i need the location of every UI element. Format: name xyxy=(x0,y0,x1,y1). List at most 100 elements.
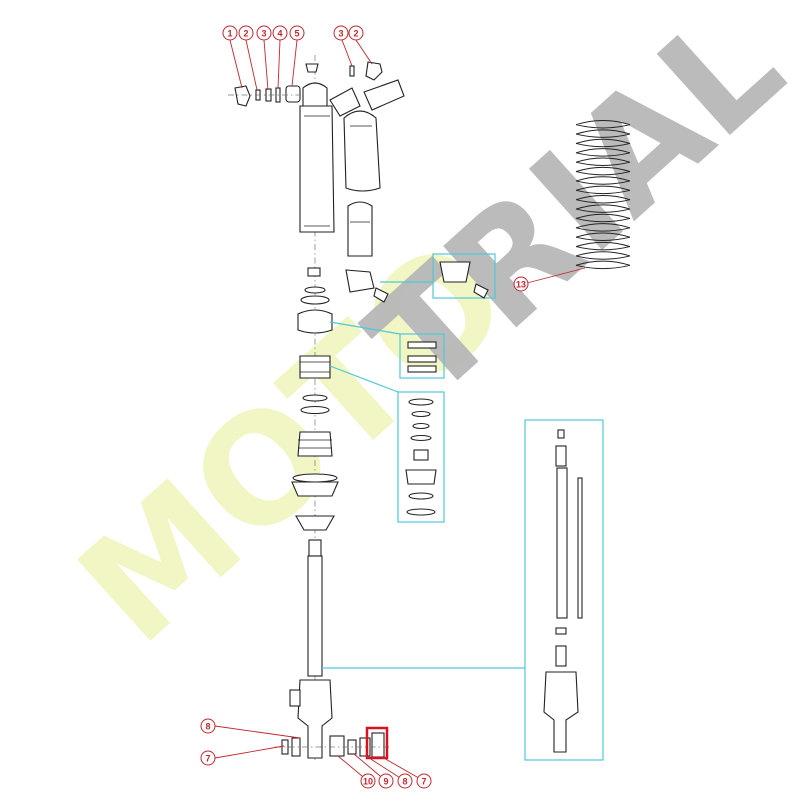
leader-7 xyxy=(355,39,373,65)
top-left-hardware xyxy=(228,85,301,107)
body-top-eye xyxy=(302,82,328,109)
detail-piston xyxy=(405,469,437,485)
detail-shim-b xyxy=(411,410,431,418)
leader-6 xyxy=(341,39,353,67)
detail-shaft-rod xyxy=(556,467,568,619)
leader-3 xyxy=(263,39,269,91)
detail-box-shaft xyxy=(322,419,604,761)
detail-fitting-body xyxy=(439,261,471,283)
shock-body xyxy=(299,82,381,257)
bottom-bolt-head xyxy=(371,732,385,758)
detail-shaft-cap xyxy=(557,429,565,439)
shim-1 xyxy=(302,394,328,402)
callout-7: 2 xyxy=(348,25,364,41)
shaft-assembly xyxy=(289,539,333,759)
bottom-spacer xyxy=(329,735,345,757)
detail-fitting-screw xyxy=(473,283,489,299)
piston xyxy=(299,355,331,379)
callout-leaders xyxy=(214,39,586,782)
piston-band xyxy=(300,361,330,373)
valve-stack xyxy=(291,267,339,531)
spring-coils xyxy=(575,119,631,270)
leader-1 xyxy=(229,39,243,89)
detail-box-valves xyxy=(329,365,445,523)
reservoir-cap xyxy=(363,79,405,111)
callout-6: 3 xyxy=(333,25,349,41)
perch-ring xyxy=(292,473,338,483)
callout-9: 8 xyxy=(200,718,216,734)
leader-4 xyxy=(277,39,281,89)
callout-2-label: 2 xyxy=(243,29,248,39)
stack-ring xyxy=(300,295,330,305)
callout-2: 2 xyxy=(238,25,254,41)
highlight-frame xyxy=(365,726,389,760)
leader-8 xyxy=(526,267,586,284)
detail-shim-d xyxy=(410,434,432,442)
right-washer xyxy=(349,65,355,77)
body-detail xyxy=(304,115,330,227)
spring-perch-bottom xyxy=(295,515,335,531)
callout-10-label: 7 xyxy=(205,754,210,764)
detail-seal-3 xyxy=(407,365,437,373)
stack-washer-1 xyxy=(304,286,326,294)
nut xyxy=(285,85,301,103)
callout-3: 3 xyxy=(256,25,272,41)
connector-valves xyxy=(329,365,399,393)
detail-box-seals xyxy=(329,321,445,379)
leader-5 xyxy=(291,39,298,87)
leader-14 xyxy=(381,756,425,782)
detail-frame-fitting xyxy=(432,253,496,299)
connector-seals xyxy=(329,321,401,335)
callout-13: 8 xyxy=(397,773,413,789)
fitting-valve xyxy=(373,287,389,303)
callout-4: 4 xyxy=(272,25,288,41)
leader-10 xyxy=(214,745,285,759)
callout-5: 5 xyxy=(289,25,305,41)
detail-seal-2 xyxy=(407,355,437,363)
detail-frame-valves xyxy=(397,391,445,523)
leader-2 xyxy=(245,39,258,91)
bottom-hardware xyxy=(275,726,390,760)
callout-1-label: 1 xyxy=(227,29,232,39)
callout-6-label: 3 xyxy=(338,29,343,39)
coil-spring xyxy=(575,119,631,270)
reservoir-fitting xyxy=(345,269,375,293)
detail-shim-e xyxy=(408,492,434,500)
hose-fitting xyxy=(329,87,361,117)
seal-head xyxy=(297,309,333,334)
detail-frame-shaft xyxy=(524,419,604,761)
callout-8: 13 xyxy=(513,276,529,292)
clevis-bushing xyxy=(289,689,301,707)
reservoir-body xyxy=(343,110,381,192)
detail-shaft-sleeve xyxy=(555,645,567,667)
callout-14: 7 xyxy=(416,773,432,789)
detail-shim-f xyxy=(406,508,436,516)
detail-seal-1 xyxy=(407,341,437,349)
callout-11-label: 10 xyxy=(363,777,373,787)
watermark-trial: TRIAL xyxy=(338,0,800,432)
bump-stop xyxy=(297,431,333,457)
stack-nut-top xyxy=(307,267,321,277)
callout-14-label: 7 xyxy=(421,777,426,787)
callout-13-label: 8 xyxy=(402,777,407,787)
detail-nut xyxy=(413,449,429,461)
leader-9 xyxy=(214,725,301,739)
detail-shim-a xyxy=(408,398,434,406)
bleed-screw xyxy=(305,63,319,73)
detail-clevis xyxy=(543,671,579,753)
callout-5-label: 5 xyxy=(294,29,299,39)
detail-shim-c xyxy=(412,422,430,430)
bump-stop-ribs xyxy=(298,439,332,449)
callout-4-label: 4 xyxy=(277,29,282,39)
callout-10: 7 xyxy=(200,750,216,766)
right-knob xyxy=(365,61,383,81)
spring-perch-top xyxy=(291,481,339,497)
leader-13 xyxy=(365,755,406,782)
callout-9-label: 8 xyxy=(205,722,210,732)
shim-2 xyxy=(300,405,330,415)
callout-8-label: 13 xyxy=(516,280,526,290)
callout-7-label: 2 xyxy=(353,29,358,39)
callout-1: 1 xyxy=(222,25,238,41)
detail-needle xyxy=(577,477,583,619)
